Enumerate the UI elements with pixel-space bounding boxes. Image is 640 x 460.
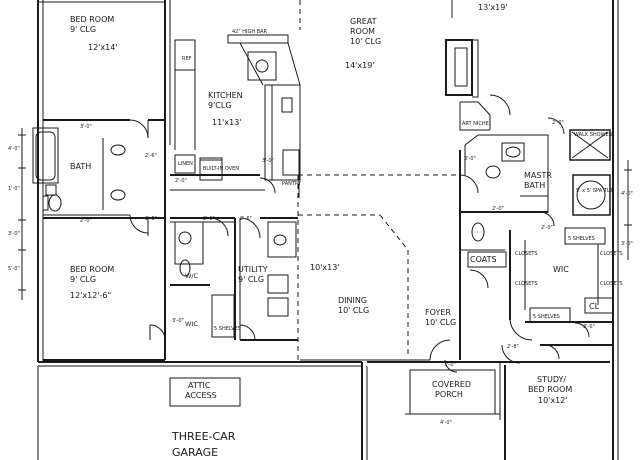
closet-label-d: CLOSETS bbox=[600, 281, 623, 287]
porch-name: COVERED bbox=[432, 380, 471, 389]
shelves-left-label: 5 SHELVES bbox=[214, 326, 241, 332]
wic-left2-label: WIC bbox=[185, 320, 198, 328]
closet-label-c: CLOSETS bbox=[600, 251, 623, 257]
dim-20d: 2'-0" bbox=[552, 120, 564, 126]
dim-30a: 3'-0" bbox=[80, 124, 92, 130]
walk-shower-label: WALK SHOWER bbox=[574, 132, 613, 138]
dim-26a: 2'-6" bbox=[145, 153, 157, 159]
garage-name2: GARAGE bbox=[172, 446, 218, 459]
cl-label: CL bbox=[589, 302, 600, 311]
dining-name: DINING bbox=[338, 296, 367, 305]
right-dim-b: 3'-0" bbox=[621, 241, 633, 247]
study-name: STUDY/ bbox=[537, 375, 566, 384]
great-room-clg: 10' CLG bbox=[350, 37, 381, 46]
dim-20f: 2'-0" bbox=[541, 225, 553, 231]
foyer-name: FOYER bbox=[425, 308, 451, 317]
dim-20e: 2'-0" bbox=[492, 206, 504, 212]
dim-30d: 3'-0" bbox=[464, 156, 476, 162]
bar-label: 42" HIGH BAR bbox=[232, 29, 268, 35]
art-niche-label: ART NICHE bbox=[462, 121, 489, 127]
left-dim-b: 1'-0" bbox=[8, 186, 20, 192]
left-dim-c: 3'-0" bbox=[8, 231, 20, 237]
bath-name: BATH bbox=[70, 162, 91, 171]
great-room-name2: ROOM bbox=[350, 27, 375, 36]
great-room-name: GREAT bbox=[350, 17, 377, 26]
bedroom1-dim: 12'x14' bbox=[88, 43, 118, 52]
bedroom2-dim: 12'x12'-6" bbox=[70, 291, 111, 300]
kitchen-dim: 11'x13' bbox=[212, 118, 242, 127]
master-wic-label: WIC bbox=[553, 265, 569, 274]
dim-30c: 3'-0" bbox=[172, 318, 184, 324]
master-bath-name2: BATH bbox=[524, 181, 545, 190]
bedroom2-clg: 9' CLG bbox=[70, 275, 96, 284]
dim-20b: 2'-0" bbox=[203, 216, 215, 222]
builtin-oven-label: BUILT-IN OVEN bbox=[203, 166, 239, 172]
utility-clg: 9' CLG bbox=[238, 275, 264, 284]
utility-name: UTILITY bbox=[238, 265, 268, 274]
dim-40: 4'-0" bbox=[440, 420, 452, 426]
linen-label: LINEN bbox=[178, 161, 193, 167]
closet-label-b: CLOSETS bbox=[515, 281, 538, 287]
coats-label: COATS bbox=[470, 255, 497, 264]
wic-left1-label: W/C bbox=[185, 272, 199, 280]
dim-26c: 2'-6" bbox=[240, 216, 252, 222]
left-dim-d: 5'-0" bbox=[8, 266, 20, 272]
bedroom1-name: BED ROOM bbox=[70, 15, 114, 24]
great-room-dim: 14'x19' bbox=[345, 61, 375, 70]
study-dim: 10'x12' bbox=[538, 396, 568, 405]
dim-26b: 2'-6" bbox=[145, 216, 157, 222]
dining-dim: 10'x13' bbox=[310, 263, 340, 272]
dim-30-porch: 3'-0" bbox=[444, 362, 456, 368]
shelves-right-label: 5 SHELVES bbox=[568, 236, 595, 242]
garage-name: THREE-CAR bbox=[171, 430, 236, 443]
attic-name2: ACCESS bbox=[185, 391, 217, 400]
top-right-room-dim: 13'x19' bbox=[478, 3, 508, 12]
master-bath-name: MASTR bbox=[524, 171, 552, 180]
dining-clg: 10' CLG bbox=[338, 306, 369, 315]
pantry-label: PANTRY bbox=[282, 181, 302, 187]
shelves-right2-label: 5 SHELVES bbox=[533, 314, 560, 320]
dim-30e: 3'-0" bbox=[583, 324, 595, 330]
right-dim-a: 4'-0" bbox=[621, 191, 633, 197]
ref-label: REF bbox=[182, 56, 192, 62]
bedroom1-clg: 9' CLG bbox=[70, 25, 96, 34]
dim-20a: 2'-0" bbox=[80, 218, 92, 224]
dim-30b: 3'-0" bbox=[262, 158, 274, 164]
spa-tub-label: 5' x 5' SPA TUB bbox=[576, 188, 614, 194]
bedroom2-name: BED ROOM bbox=[70, 265, 114, 274]
kitchen-name: KITCHEN bbox=[208, 91, 243, 100]
attic-name: ATTIC bbox=[188, 381, 211, 390]
study-name2: BED ROOM bbox=[528, 385, 572, 394]
closet-label-a: CLOSETS bbox=[515, 251, 538, 257]
foyer-clg: 10' CLG bbox=[425, 318, 456, 327]
kitchen-clg: 9'CLG bbox=[208, 101, 232, 110]
dim-28: 2'-8" bbox=[507, 344, 519, 350]
left-dim-a: 4'-0" bbox=[8, 146, 20, 152]
porch-name2: PORCH bbox=[435, 390, 463, 399]
dim-20c: 2'-0" bbox=[175, 178, 187, 184]
